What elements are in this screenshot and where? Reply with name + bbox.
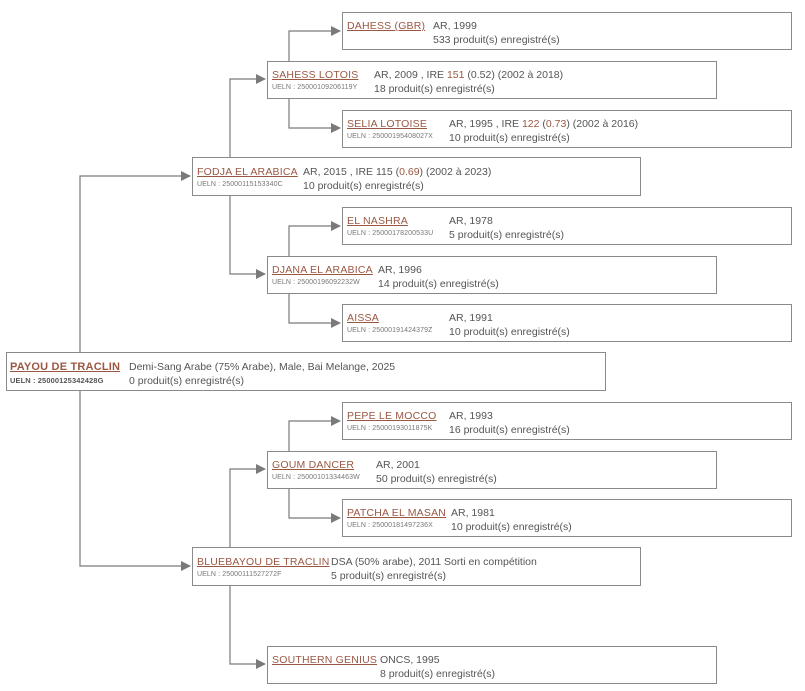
horse-ueln: UELN : 25000195408027X [347, 133, 433, 140]
horse-name-link[interactable]: AISSA [347, 312, 379, 324]
horse-ueln: UELN : 25000101334463W [272, 474, 360, 481]
pedigree-card-sire-dam: DJANA EL ARABICA UELN : 25000196092232W … [267, 256, 717, 294]
pedigree-card-dsd: PATCHA EL MASAN UELN : 25000181497236X A… [342, 499, 792, 537]
pedigree-card-dss: PEPE LE MOCCO UELN : 25000193011875K AR,… [342, 402, 792, 440]
horse-ueln: UELN : 25000125342428G [10, 376, 104, 385]
horse-info: AR, 1996 [378, 264, 422, 276]
horse-ueln: UELN : 25000181497236X [347, 522, 433, 529]
horse-name-link[interactable]: PATCHA EL MASAN [347, 507, 447, 519]
pedigree-card-dam: BLUEBAYOU DE TRACLIN UELN : 250001115272… [192, 547, 641, 586]
horse-produits: 18 produit(s) enregistré(s) [374, 83, 495, 95]
horse-info: AR, 1995 , IRE 122 (0.73) (2002 à 2016) [449, 118, 639, 130]
horse-ueln: UELN : 25000193011875K [347, 425, 433, 432]
horse-ueln: UELN : 25000109206119Y [272, 84, 358, 91]
connector-dam-dam [229, 585, 266, 669]
horse-info: ONCS, 1995 [380, 654, 440, 666]
horse-produits: 16 produit(s) enregistré(s) [449, 424, 570, 436]
horse-name-link[interactable]: BLUEBAYOU DE TRACLIN [197, 556, 330, 568]
connector-sdd [288, 293, 341, 328]
horse-info: AR, 1999 [433, 20, 477, 32]
pedigree-card-sdd: AISSA UELN : 25000191424379Z AR, 1991 10… [342, 304, 792, 342]
horse-name-link[interactable]: DJANA EL ARABICA [272, 264, 373, 276]
horse-produits: 10 produit(s) enregistré(s) [449, 132, 570, 144]
horse-info: AR, 1991 [449, 312, 493, 324]
horse-produits: 10 produit(s) enregistré(s) [449, 326, 570, 338]
pedigree-card-dam-dam: SOUTHERN GENIUS ONCS, 1995 8 produit(s) … [267, 646, 717, 684]
pedigree-card-dam-sire: GOUM DANCER UELN : 25000101334463W AR, 2… [267, 451, 717, 489]
connector-dss [288, 416, 341, 451]
horse-produits: 14 produit(s) enregistré(s) [378, 278, 499, 290]
horse-produits: 0 produit(s) enregistré(s) [129, 375, 244, 387]
horse-produits: 8 produit(s) enregistré(s) [380, 668, 495, 680]
connector-ssd [288, 98, 341, 133]
horse-info: AR, 1978 [449, 215, 493, 227]
connector-dam-sire [229, 464, 266, 547]
pedigree-card-subject: PAYOU DE TRACLIN UELN : 25000125342428G … [6, 352, 606, 391]
pedigree-card-sss: DAHESS (GBR) AR, 1999 533 produit(s) enr… [342, 12, 792, 50]
horse-produits: 5 produit(s) enregistré(s) [331, 570, 446, 582]
pedigree-card-sds: EL NASHRA UELN : 25000178200533U AR, 197… [342, 207, 792, 245]
connector-dsd [288, 488, 341, 523]
connector-sire-dam [229, 195, 266, 279]
horse-produits: 5 produit(s) enregistré(s) [449, 229, 564, 241]
horse-info: AR, 1993 [449, 410, 493, 422]
horse-info: AR, 2015 , IRE 115 (0.69) (2002 à 2023) [303, 166, 492, 178]
connector-sds [288, 221, 341, 256]
horse-produits: 10 produit(s) enregistré(s) [303, 180, 424, 192]
connector-dam [79, 390, 191, 571]
pedigree-card-sire-sire: SAHESS LOTOIS UELN : 25000109206119Y AR,… [267, 61, 717, 99]
horse-name-link[interactable]: SELIA LOTOISE [347, 118, 428, 130]
horse-name-link[interactable]: FODJA EL ARABICA [197, 166, 298, 178]
horse-produits: 50 produit(s) enregistré(s) [376, 473, 497, 485]
horse-produits: 533 produit(s) enregistré(s) [433, 34, 560, 46]
horse-info: AR, 1981 [451, 507, 495, 519]
horse-info: AR, 2001 [376, 459, 420, 471]
horse-ueln: UELN : 25000191424379Z [347, 327, 433, 334]
horse-ueln: UELN : 25000178200533U [347, 230, 434, 237]
horse-info: DSA (50% arabe), 2011 Sorti en compétiti… [331, 556, 537, 568]
horse-name-link[interactable]: DAHESS (GBR) [347, 20, 426, 32]
connector-sire-sire [229, 74, 266, 157]
pedigree-card-sire: FODJA EL ARABICA UELN : 25000115153340C … [192, 157, 641, 196]
connector-sss [288, 26, 341, 61]
pedigree-card-ssd: SELIA LOTOISE UELN : 25000195408027X AR,… [342, 110, 792, 148]
horse-produits: 10 produit(s) enregistré(s) [451, 521, 572, 533]
horse-ueln: UELN : 25000196092232W [272, 279, 360, 286]
horse-ueln: UELN : 25000115153340C [197, 181, 283, 188]
horse-info: Demi-Sang Arabe (75% Arabe), Male, Bai M… [129, 361, 396, 373]
horse-name-link[interactable]: GOUM DANCER [272, 459, 355, 471]
horse-name-link[interactable]: PEPE LE MOCCO [347, 410, 437, 422]
horse-name-link[interactable]: SOUTHERN GENIUS [272, 654, 378, 666]
connector-sire [79, 171, 191, 352]
horse-info: AR, 2009 , IRE 151 (0.52) (2002 à 2018) [374, 69, 564, 81]
horse-ueln: UELN : 25000111527272F [197, 571, 282, 578]
horse-name-link[interactable]: SAHESS LOTOIS [272, 69, 359, 81]
horse-name-link[interactable]: EL NASHRA [347, 215, 408, 227]
horse-name-link[interactable]: PAYOU DE TRACLIN [10, 361, 121, 373]
